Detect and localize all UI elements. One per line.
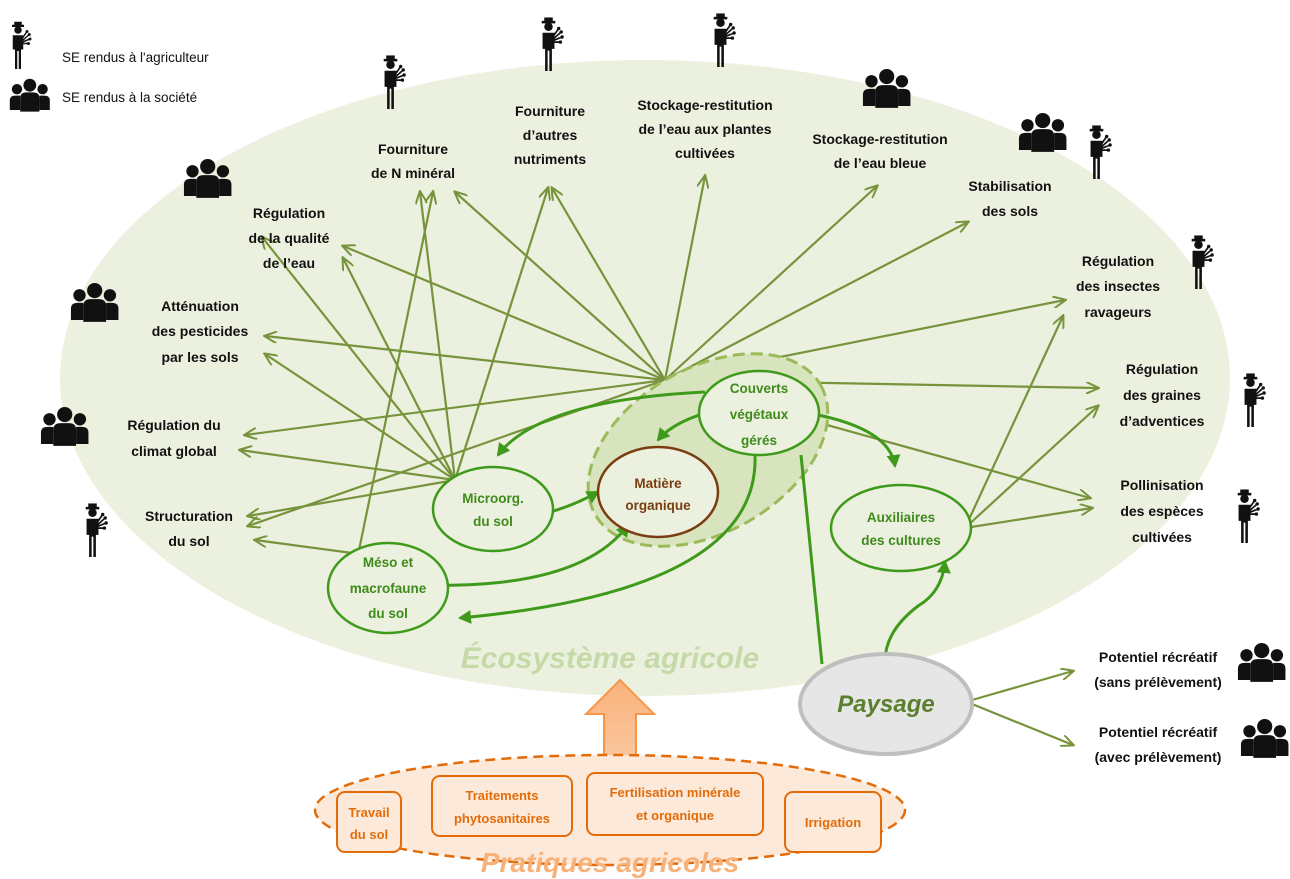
farmer-icon xyxy=(540,16,565,72)
svg-text:des sols: des sols xyxy=(982,203,1038,219)
svg-text:nutriments: nutriments xyxy=(514,151,587,167)
farmer-icon xyxy=(1242,372,1267,428)
people-icon xyxy=(1237,642,1286,682)
service-structuration: Structuration xyxy=(145,508,233,524)
service-recreatif-avec: Potentiel récréatif xyxy=(1099,724,1218,740)
svg-text:Irrigation: Irrigation xyxy=(805,815,861,830)
svg-text:climat global: climat global xyxy=(131,443,217,459)
service-eau-bleue: Stockage-restitution xyxy=(812,131,947,147)
legend-farmer-label: SE rendus à l'agriculteur xyxy=(62,50,209,65)
svg-text:cultivées: cultivées xyxy=(1132,529,1192,545)
svg-text:des graines: des graines xyxy=(1123,387,1201,403)
svg-text:(sans prélèvement): (sans prélèvement) xyxy=(1094,674,1222,690)
farmer-icon xyxy=(1236,488,1261,544)
svg-text:d’adventices: d’adventices xyxy=(1120,413,1205,429)
svg-text:de l’eau: de l’eau xyxy=(263,255,315,271)
node-matiere-organique: Matière organique xyxy=(596,445,720,539)
svg-text:de la qualité: de la qualité xyxy=(249,230,330,246)
svg-text:d’autres: d’autres xyxy=(523,127,578,143)
legend: SE rendus à l'agriculteur SE rendus à la… xyxy=(9,21,209,112)
svg-text:du sol: du sol xyxy=(350,827,388,842)
svg-text:ravageurs: ravageurs xyxy=(1085,304,1152,320)
svg-text:Traitements: Traitements xyxy=(466,788,539,803)
svg-text:de N minéral: de N minéral xyxy=(371,165,455,181)
practice-traitements: Traitements phytosanitaires xyxy=(431,775,573,837)
service-eau-plantes: Stockage-restitution xyxy=(637,97,772,113)
svg-text:Méso et: Méso et xyxy=(363,555,414,570)
svg-text:Travail: Travail xyxy=(348,805,389,820)
node-auxiliaires: Auxiliaires des cultures xyxy=(829,483,973,573)
farmer-icon xyxy=(1088,124,1113,180)
service-climat: Régulation du xyxy=(127,417,220,433)
service-recreatif-sans: Potentiel récréatif xyxy=(1099,649,1218,665)
node-meso-macrofaune: Méso et macrofaune du sol xyxy=(326,541,450,635)
svg-text:végétaux: végétaux xyxy=(730,407,789,422)
svg-text:du sol: du sol xyxy=(473,514,513,529)
node-paysage: Paysage xyxy=(798,652,974,756)
svg-text:Auxiliaires: Auxiliaires xyxy=(867,510,935,525)
node-couverts: Couverts végétaux gérés xyxy=(697,369,821,457)
service-stabilisation: Stabilisation xyxy=(968,178,1051,194)
people-icon xyxy=(9,78,50,112)
people-icon xyxy=(1240,718,1289,758)
practices-title: Pratiques agricoles xyxy=(481,847,739,878)
service-pollinisation: Pollinisation xyxy=(1120,477,1203,493)
svg-text:et organique: et organique xyxy=(636,808,714,823)
legend-society-label: SE rendus à la société xyxy=(62,90,197,105)
svg-text:des insectes: des insectes xyxy=(1076,278,1160,294)
svg-text:par les sols: par les sols xyxy=(161,349,238,365)
process-arrows xyxy=(419,390,951,671)
svg-text:gérés: gérés xyxy=(741,433,777,448)
svg-text:des espèces: des espèces xyxy=(1120,503,1203,519)
service-insectes: Régulation xyxy=(1082,253,1154,269)
node-microorg: Microorg. du sol xyxy=(431,465,555,553)
svg-text:du sol: du sol xyxy=(168,533,209,549)
service-n-mineral: Fourniture xyxy=(378,141,448,157)
svg-text:cultivées: cultivées xyxy=(675,145,735,161)
service-qualite-eau: Régulation xyxy=(253,205,325,221)
svg-text:Fertilisation minérale: Fertilisation minérale xyxy=(610,785,741,800)
svg-text:du sol: du sol xyxy=(368,606,408,621)
farmer-icon xyxy=(712,12,737,68)
service-labels: Fourniture de N minéral Fourniture d’aut… xyxy=(127,97,1221,765)
service-autres-nutriments: Fourniture xyxy=(515,103,585,119)
service-adventices: Régulation xyxy=(1126,361,1198,377)
svg-text:Paysage: Paysage xyxy=(837,691,934,718)
svg-text:Matière: Matière xyxy=(634,476,682,491)
svg-text:(avec prélèvement): (avec prélèvement) xyxy=(1095,749,1222,765)
svg-text:organique: organique xyxy=(625,498,691,513)
service-arrows xyxy=(240,176,1098,745)
svg-text:de l’eau aux plantes: de l’eau aux plantes xyxy=(638,121,771,137)
svg-text:de l’eau bleue: de l’eau bleue xyxy=(834,155,927,171)
farmer-icon xyxy=(11,21,33,70)
ecosystem-title: Écosystème agricole xyxy=(461,641,760,675)
svg-text:des cultures: des cultures xyxy=(861,533,941,548)
svg-text:des pesticides: des pesticides xyxy=(152,323,249,339)
svg-text:phytosanitaires: phytosanitaires xyxy=(454,811,550,826)
svg-text:Microorg.: Microorg. xyxy=(462,491,524,506)
farmer-icon xyxy=(84,502,109,558)
service-pesticides: Atténuation xyxy=(161,298,239,314)
svg-text:Couverts: Couverts xyxy=(730,381,789,396)
people-icon xyxy=(1018,112,1067,152)
practice-travail-sol: Travail du sol xyxy=(336,791,402,853)
practice-irrigation: Irrigation xyxy=(784,791,882,853)
svg-text:macrofaune: macrofaune xyxy=(350,581,427,596)
practice-fertilisation: Fertilisation minérale et organique xyxy=(586,772,764,836)
